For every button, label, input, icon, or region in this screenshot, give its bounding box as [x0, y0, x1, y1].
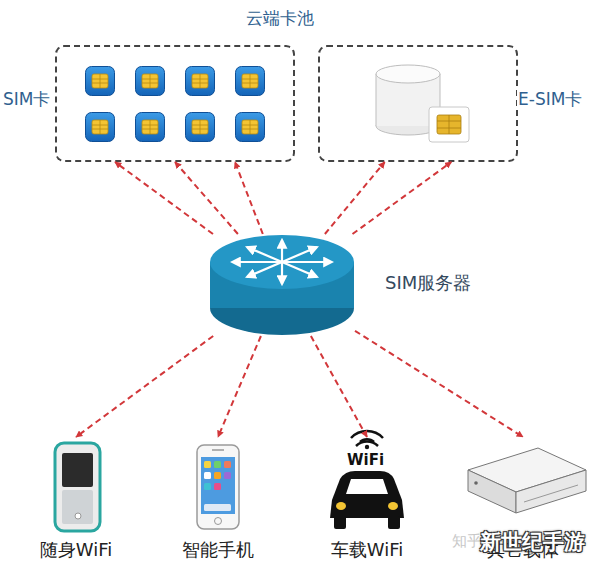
- watermark: 新世纪手游: [480, 530, 585, 555]
- esim-database-icon: [376, 65, 469, 142]
- dashed-arrow: [353, 162, 452, 234]
- dashed-arrow: [115, 162, 213, 234]
- server-cylinder: [210, 235, 354, 335]
- other-device-icon: [468, 448, 586, 513]
- dashed-arrow: [218, 336, 261, 437]
- pocket-wifi-icon: [55, 443, 100, 531]
- node-label: 智能手机: [170, 539, 266, 561]
- device-box: 智能手机: [170, 437, 266, 561]
- sim-server: SIM服务器: [210, 234, 355, 336]
- sim-card-pool-box: SIM卡: [55, 45, 295, 162]
- dashed-arrow: [76, 336, 213, 437]
- dashed-arrow: [355, 331, 523, 437]
- sim-card-icons: [86, 67, 265, 142]
- node-label: SIM卡: [2, 89, 51, 109]
- esim-pool-box: E-SIM卡: [318, 45, 518, 162]
- smartphone-icon: [197, 445, 239, 529]
- dashed-arrow: [175, 162, 238, 234]
- dashed-arrow: [235, 162, 263, 234]
- device-box: 随身WiFi: [28, 437, 124, 561]
- dashed-arrow: [311, 336, 367, 437]
- node-label: 车载WiFi: [315, 539, 419, 561]
- node-label: 随身WiFi: [28, 539, 124, 561]
- car-icon: [330, 431, 404, 529]
- diagram-title: 云端卡池: [0, 8, 560, 28]
- node-label: E-SIM卡: [517, 89, 583, 109]
- node-label: SIM服务器: [385, 272, 471, 294]
- wifi-badge: WiFi: [347, 451, 384, 469]
- watermark: 知乎: [452, 532, 482, 550]
- dashed-arrow: [325, 162, 385, 234]
